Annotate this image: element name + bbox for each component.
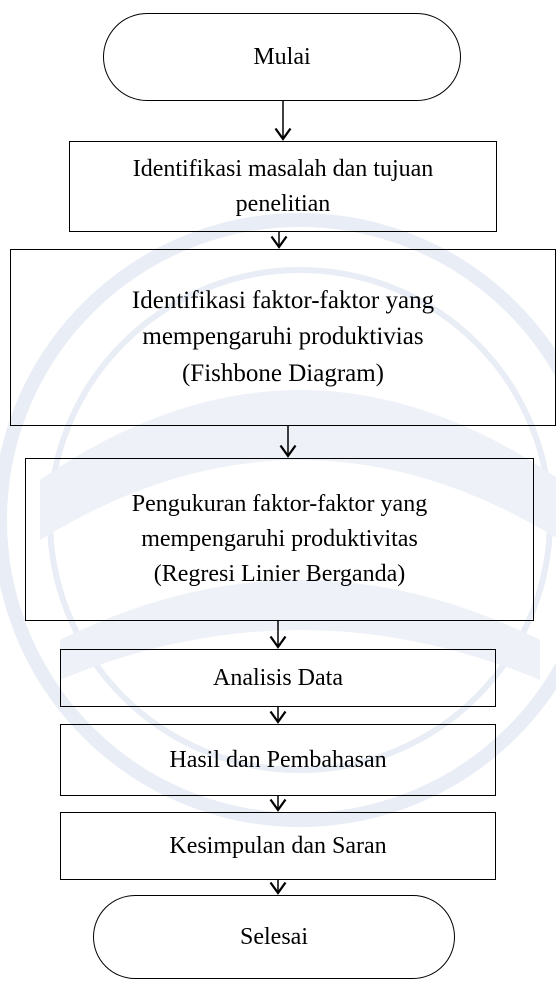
step-data-analysis: Analisis Data [60, 649, 496, 707]
end-label: Selesai [240, 923, 308, 950]
step-data-analysis-label: Analisis Data [213, 664, 343, 691]
step-identify-factors: Identifikasi faktor-faktor yang mempenga… [10, 249, 556, 426]
step-results-discussion: Hasil dan Pembahasan [60, 724, 496, 796]
step-results-discussion-label: Hasil dan Pembahasan [169, 746, 387, 773]
step-identify-problem-label: Identifikasi masalah dan tujuan peneliti… [132, 155, 434, 217]
step-conclusion-suggestion: Kesimpulan dan Saran [60, 812, 496, 880]
step-identify-factors-label: Identifikasi faktor-faktor yang mempenga… [131, 287, 435, 387]
step-measure-factors: Pengukuran faktor-faktor yang mempengaru… [25, 458, 534, 621]
start-label: Mulai [253, 43, 311, 70]
end-terminator: Selesai [93, 895, 455, 979]
step-identify-problem: Identifikasi masalah dan tujuan peneliti… [69, 141, 497, 232]
step-measure-factors-label: Pengukuran faktor-faktor yang mempengaru… [131, 491, 428, 587]
step-conclusion-suggestion-label: Kesimpulan dan Saran [169, 832, 387, 859]
start-terminator: Mulai [103, 13, 461, 101]
